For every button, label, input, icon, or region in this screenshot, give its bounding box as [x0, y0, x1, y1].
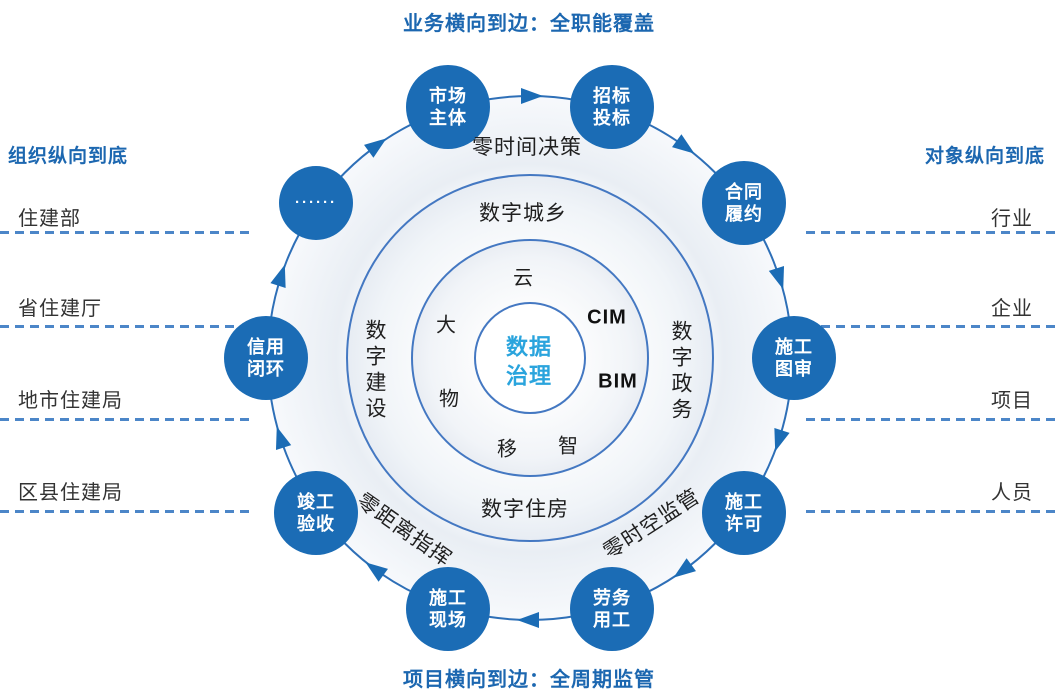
- label-zero-time-decision: 零时间决策: [472, 136, 582, 159]
- right-axis-item-project: 项目: [991, 390, 1033, 412]
- label-digital-construction: 数字建设: [363, 319, 386, 423]
- right-axis-header: 对象纵向到底: [924, 146, 1045, 167]
- cycle-node-construction-site: 施工 现场: [406, 567, 490, 651]
- label-tech-iot: 物: [439, 388, 459, 411]
- right-axis-item-personnel: 人员: [991, 482, 1033, 504]
- right-dashed-divider: [806, 510, 1058, 513]
- label-tech-bim: BIM: [598, 370, 638, 393]
- left-axis-item-county: 区县住建局: [18, 482, 123, 504]
- label-digital-government: 数字政务: [669, 320, 692, 424]
- right-dashed-divider: [806, 231, 1058, 234]
- left-dashed-divider: [0, 418, 252, 421]
- center-data-governance-label: 数据 治理: [505, 334, 553, 388]
- cycle-node-drawing-review: 施工 图审: [752, 316, 836, 400]
- flow-arrow-icon: [521, 88, 543, 104]
- top-title: 业务横向到边：全职能覆盖: [403, 13, 655, 35]
- flow-arrow-icon: [270, 264, 286, 289]
- flow-arrow-icon: [365, 562, 388, 582]
- label-tech-mobile: 移: [497, 438, 517, 461]
- cycle-node-contract-performance: 合同 履约: [702, 161, 786, 245]
- right-dashed-divider: [806, 418, 1058, 421]
- right-dashed-divider: [806, 325, 1058, 328]
- cycle-node-market-entity: 市场 主体: [406, 65, 490, 149]
- left-axis-item-city: 地市住建局: [18, 390, 123, 412]
- flow-arrow-icon: [517, 612, 539, 628]
- concentric-rings: [267, 88, 793, 628]
- left-axis-item-province: 省住建厅: [18, 298, 102, 320]
- flow-arrow-icon: [672, 134, 695, 154]
- right-axis-item-industry: 行业: [991, 208, 1033, 230]
- left-dashed-divider: [0, 510, 252, 513]
- label-tech-cim: CIM: [587, 306, 627, 329]
- cycle-node-construction-permit: 施工 许可: [702, 471, 786, 555]
- bottom-title: 项目横向到边：全周期监管: [403, 669, 655, 691]
- label-tech-cloud: 云: [513, 267, 533, 290]
- flow-arrow-icon: [275, 426, 292, 451]
- cycle-node-completion-acceptance: 竣工 验收: [274, 471, 358, 555]
- cycle-node-labor-employment: 劳务 用工: [570, 567, 654, 651]
- label-tech-bigdata: 大: [436, 314, 456, 337]
- left-dashed-divider: [0, 325, 252, 328]
- cycle-node-more: ······: [279, 166, 353, 240]
- label-digital-urban-rural: 数字城乡: [479, 202, 567, 225]
- flow-arrow-icon: [673, 558, 696, 578]
- cycle-node-credit-loop: 信用 闭环: [224, 316, 308, 400]
- cycle-node-bid-tender: 招标 投标: [570, 65, 654, 149]
- right-axis-item-enterprise: 企业: [991, 298, 1033, 320]
- label-tech-wisdom: 智: [558, 435, 578, 458]
- flow-arrow-icon: [364, 138, 387, 158]
- center-circle: [474, 302, 586, 414]
- label-digital-housing: 数字住房: [481, 498, 569, 521]
- left-axis-header: 组织纵向到底: [8, 146, 129, 167]
- flow-arrow-icon: [774, 427, 790, 452]
- left-dashed-divider: [0, 231, 252, 234]
- left-axis-item-ministry: 住建部: [18, 208, 81, 230]
- flow-arrow-icon: [768, 265, 785, 290]
